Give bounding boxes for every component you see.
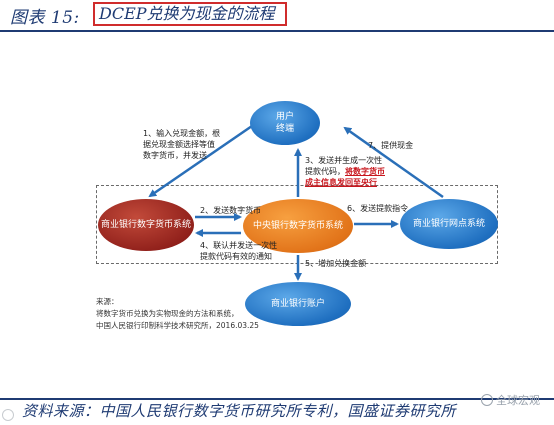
footer-source: 资料来源：中国人民银行数字货币研究所专利，国盛证券研究所 bbox=[22, 402, 457, 420]
node-central-bank-system: 中央银行数字货币系统 bbox=[243, 199, 353, 253]
step3-label: 3、发送并生成一次性 提款代码，将数字货币 成主信息发回至央行 bbox=[305, 155, 385, 188]
figure-label: 图表 15: bbox=[10, 8, 80, 28]
arrow-step1 bbox=[148, 124, 253, 198]
source-note-line2: 将数字货币兑换为实物现金的方法和系统， bbox=[96, 309, 239, 318]
step2-label: 2、发送数字货币 bbox=[200, 206, 262, 215]
step4-label: 4、联认并发送一次性 提款代码有效的通知 bbox=[200, 240, 277, 262]
step7-label: 7、提供现金 bbox=[368, 141, 414, 150]
step4-line1: 4、联认并发送一次性 bbox=[200, 241, 278, 250]
watermark: 全球宏观 bbox=[481, 392, 540, 408]
step3-line2-highlight: 将数字货币 bbox=[345, 167, 385, 176]
step3-line1: 3、发送并生成一次性 bbox=[305, 156, 383, 165]
figure-title: DCEP兑换为现金的流程 bbox=[93, 2, 287, 26]
step1-line1: 1、输入兑现金额，根 bbox=[143, 129, 221, 138]
step1-line3: 数字货币，并发送 bbox=[143, 151, 207, 160]
node-user-terminal: 用户 终端 bbox=[250, 101, 320, 145]
watermark-text: 全球宏观 bbox=[496, 394, 540, 407]
wechat-icon bbox=[481, 394, 493, 406]
node-user-line1: 用户 bbox=[275, 112, 294, 122]
node-commercial-bank-account: 商业银行账户 bbox=[245, 282, 351, 326]
watermark-left-icon bbox=[2, 409, 14, 421]
footer-rule bbox=[0, 398, 554, 400]
step1-line2: 据兑现金额选择等值 bbox=[143, 140, 215, 149]
header-rule bbox=[0, 30, 554, 32]
step1-label: 1、输入兑现金额，根 据兑现金额选择等值 数字货币，并发送 bbox=[143, 128, 220, 161]
node-commercial-bank-outlet-system: 商业银行网点系统 bbox=[400, 199, 498, 249]
step4-line2: 提款代码有效的通知 bbox=[200, 252, 272, 261]
step5-label: 5、增加兑换金额 bbox=[305, 259, 367, 268]
node-commercial-bank-system: 商业银行数字货币系统 bbox=[98, 199, 194, 251]
source-note: 来源： 将数字货币兑换为实物现金的方法和系统， 中国人民银行印制科学技术研究所，… bbox=[96, 296, 259, 332]
arrow-step7 bbox=[343, 126, 444, 199]
step3-line2-prefix: 提款代码， bbox=[305, 167, 345, 176]
step3-line2: 提款代码，将数字货币 bbox=[305, 166, 385, 177]
source-note-line1: 来源： bbox=[96, 297, 119, 306]
step6-label: 6、发送提款指令 bbox=[347, 204, 409, 213]
node-user-line2: 终端 bbox=[275, 124, 294, 134]
source-note-line3: 中国人民银行印制科学技术研究所，2016.03.25 bbox=[96, 321, 259, 330]
step3-line3-highlight: 成主信息发回至央行 bbox=[305, 178, 377, 187]
